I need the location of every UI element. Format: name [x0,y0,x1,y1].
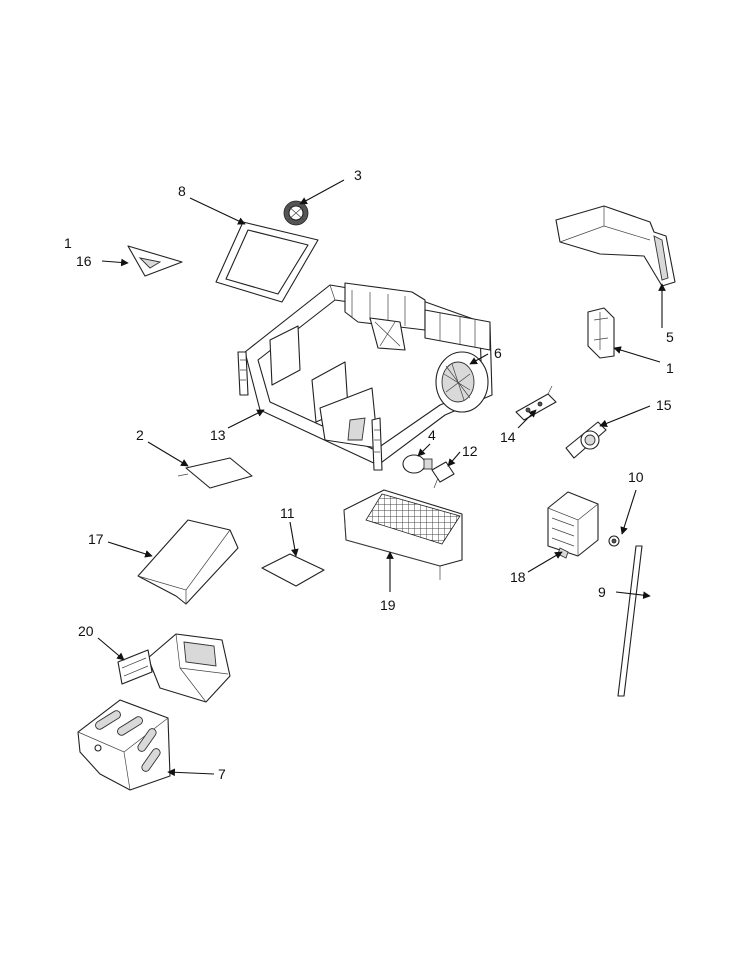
callout-15: 15 [656,397,672,413]
part-8-gasket-frame [215,221,319,303]
callout-17: 17 [88,531,104,547]
callout-11: 11 [280,505,295,521]
callout-18: 18 [510,569,526,585]
callout-1-right: 1 [666,360,674,376]
part-15-plate-knob [565,421,607,459]
part-19-filter-mesh [343,489,463,580]
callout-leaders [97,179,666,777]
part-13-housing [237,282,493,471]
part-18-transformer [547,491,599,559]
callout-6: 6 [494,345,502,361]
part-14-switch-board [515,385,557,421]
part-9-rod [617,545,643,697]
callout-10: 10 [628,469,644,485]
part-17-cover-channel [137,519,239,605]
callout-13: 13 [210,427,226,443]
callout-1: 1 [64,235,72,251]
callout-16: 16 [76,253,92,269]
part-7-slotted-bracket [77,699,171,791]
callout-14: 14 [500,429,516,445]
callout-9: 9 [598,584,606,600]
callout-2: 2 [136,427,144,443]
callout-7: 7 [218,766,226,782]
part-12-lamp-socket [431,461,455,489]
part-6-blower-wheel [435,351,489,413]
part-11-pad [261,553,325,587]
part-1-bracket [587,307,615,359]
part-5-duct-cover [555,205,676,287]
part-20-latch-assembly [117,633,231,703]
callout-3: 3 [354,167,362,183]
callout-8: 8 [178,183,186,199]
callout-12: 12 [462,443,478,459]
part-4-lamp-bulb [402,454,433,474]
callout-4: 4 [428,427,436,443]
part-16-plate [127,245,183,277]
part-10-clip [608,535,620,547]
part-3-motor [283,200,309,226]
callout-19: 19 [380,597,396,613]
part-2-cover-plate [177,457,253,489]
callout-20: 20 [78,623,94,639]
callout-labels: 1 16 8 3 5 1 6 15 13 2 4 12 14 10 17 11 … [64,167,674,782]
callout-5: 5 [666,329,674,345]
